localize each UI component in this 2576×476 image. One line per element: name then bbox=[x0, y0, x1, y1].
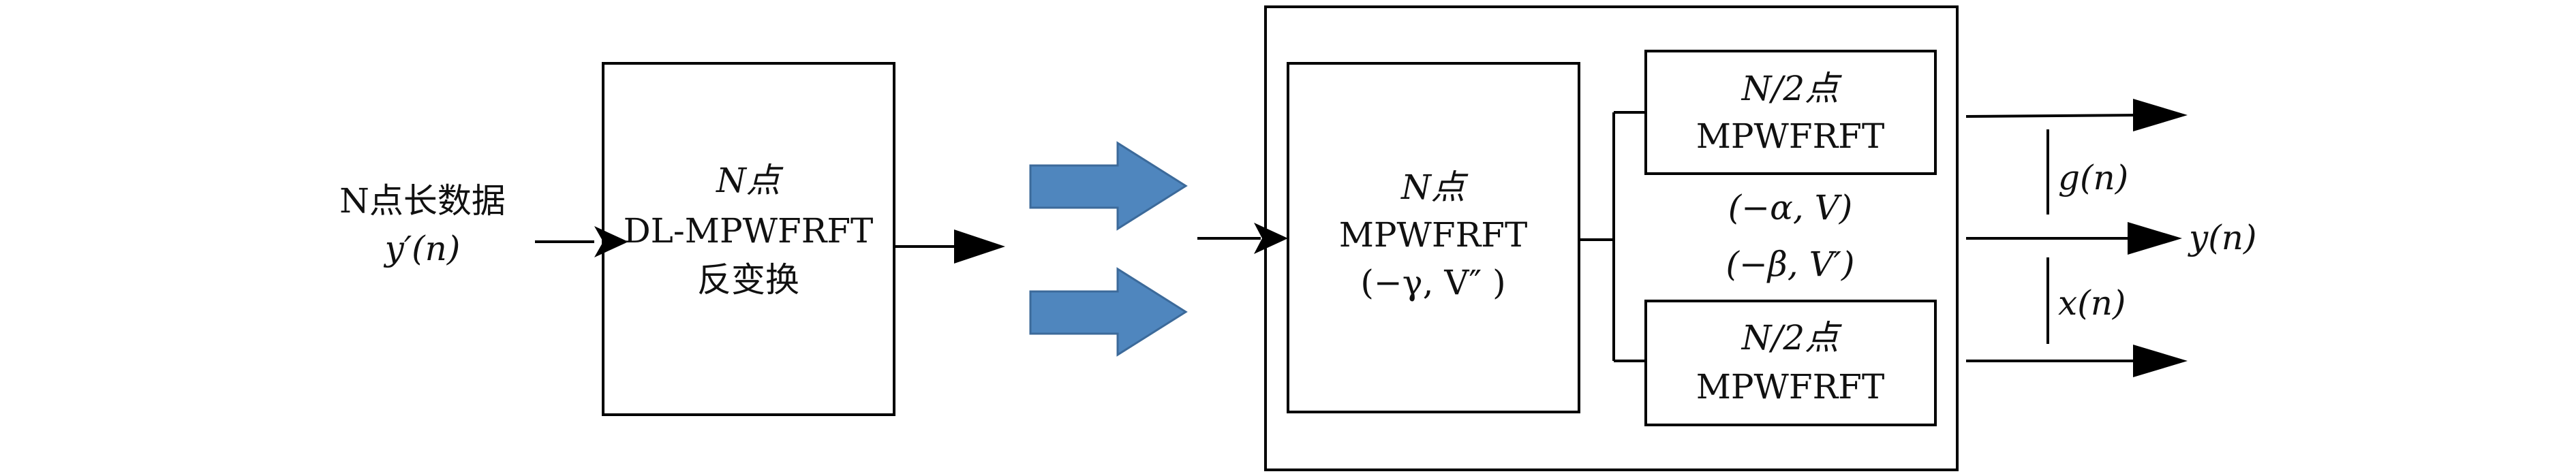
n-point-mpwfrft-block bbox=[1287, 62, 1580, 413]
n-block-line2: MPWFRFT bbox=[1339, 215, 1528, 255]
input-signal-label: y′(n) bbox=[384, 229, 461, 268]
output-arrow-middle-head bbox=[2128, 222, 2182, 255]
output-arrow-bottom-head bbox=[2133, 345, 2188, 377]
output-y-label: y(n) bbox=[2188, 218, 2256, 257]
param-alpha: (−α, V) bbox=[1728, 188, 1853, 227]
big-arrow-lower bbox=[1029, 267, 1188, 357]
param-beta: (−β, V′) bbox=[1726, 244, 1854, 284]
output-arrow-top-head bbox=[2133, 99, 2188, 131]
inverse-block-line2: DL-MPWFRFT bbox=[624, 211, 874, 251]
input-label: N点长数据 bbox=[339, 181, 506, 221]
half-block-bottom bbox=[1644, 300, 1937, 426]
half-block-top bbox=[1644, 50, 1937, 175]
inverse-output-arrow-head bbox=[954, 229, 1005, 264]
output-x-label: x(n) bbox=[2058, 283, 2126, 323]
n-block-line1: N点 bbox=[1400, 168, 1469, 207]
inverse-transform-block bbox=[602, 62, 895, 416]
inverse-block-line1: N点 bbox=[716, 161, 784, 200]
inverse-block-line3: 反变换 bbox=[697, 260, 799, 300]
half-block-top-line2: MPWFRFT bbox=[1696, 116, 1885, 156]
big-arrow-upper bbox=[1029, 141, 1188, 231]
half-block-bottom-line1: N/2点 bbox=[1741, 318, 1842, 358]
half-block-bottom-line2: MPWFRFT bbox=[1696, 367, 1885, 407]
output-arrow-top-line bbox=[1965, 114, 2141, 118]
n-block-input-arrow-head bbox=[1254, 223, 1288, 254]
n-block-line3: (−γ, V″ ) bbox=[1360, 263, 1505, 302]
output-g-label: g(n) bbox=[2058, 158, 2128, 197]
half-block-top-line1: N/2点 bbox=[1741, 69, 1842, 108]
